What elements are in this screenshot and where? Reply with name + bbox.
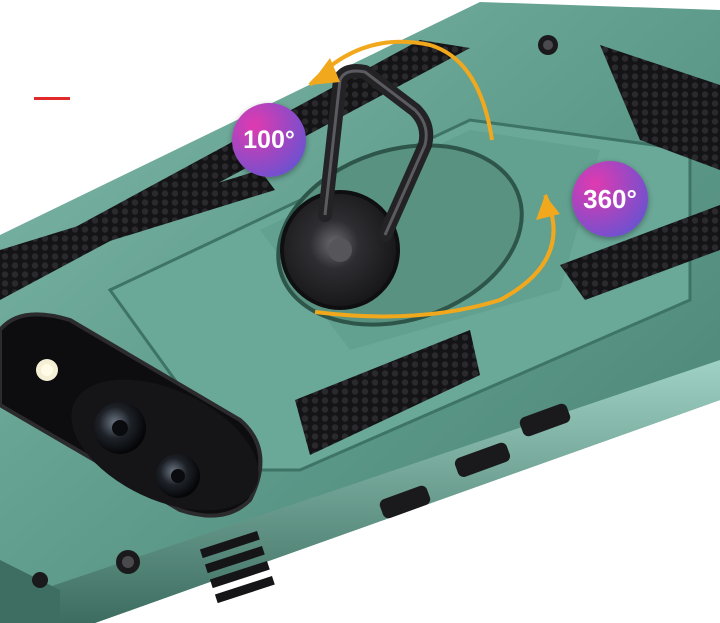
flash-icon [36,359,58,381]
badge-360-degrees: 360° [572,161,648,237]
camera-lens-icon [94,402,146,454]
grip-strip-right [560,205,720,300]
side-button [519,403,571,437]
camera-lens-icon [156,454,200,498]
accent-line [34,97,70,100]
rotation-arrow-icon [314,194,556,319]
side-button [379,485,431,519]
grip-strip-left [0,170,275,275]
rotation-arrow-icon [308,39,494,141]
grip-strip-bottom [295,330,480,455]
side-button [454,442,511,477]
grip-strip-top-right [600,45,720,170]
badge-100-degrees: 100° [232,103,306,177]
bottom-vent [199,530,275,604]
